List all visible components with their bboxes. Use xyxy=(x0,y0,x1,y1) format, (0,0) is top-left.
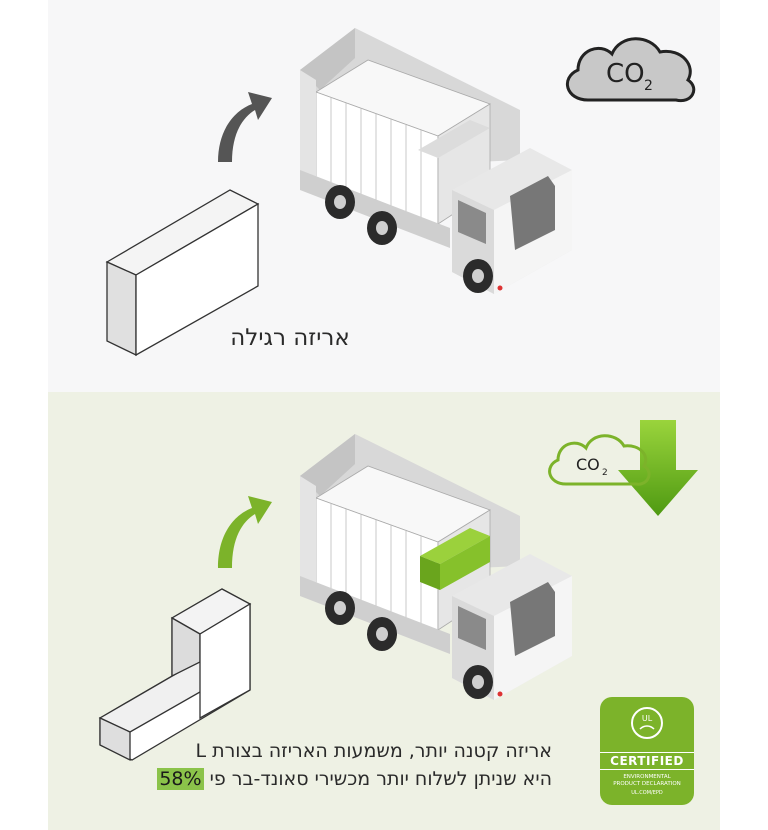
co2-down-arrow-icon: CO 2 xyxy=(548,420,698,516)
badge-line2: PRODUCT DECLARATION xyxy=(613,781,681,787)
svg-text:UL: UL xyxy=(642,714,653,723)
co2-subscript-bottom: 2 xyxy=(602,468,608,478)
percent-highlight: 58% xyxy=(157,768,204,790)
ul-certified-badge: UL CERTIFIED ENVIRONMENTAL PRODUCT DECLA… xyxy=(600,697,694,805)
co2-label-bottom: CO xyxy=(576,455,600,474)
certified-label: CERTIFIED xyxy=(600,752,694,770)
badge-line1: ENVIRONMENTAL xyxy=(623,774,671,780)
l-shape-box-illustration xyxy=(98,588,252,762)
co2-label: CO xyxy=(606,59,645,89)
regular-box-illustration xyxy=(105,189,260,357)
regular-packaging-caption: אריזה רגילה xyxy=(230,325,350,351)
badge-url: UL.COM/EPD xyxy=(631,790,663,796)
ul-logo-icon: UL xyxy=(631,707,663,739)
l-shape-caption-line2: היא שניתן לשלוח יותר מכשירי סאונד-בר פי … xyxy=(157,768,552,790)
co2-cloud-icon: CO 2 xyxy=(566,37,696,103)
l-shape-caption-line1: אריזה קטנה יותר, משמעות האריזה בצורת L xyxy=(195,740,552,762)
co2-subscript: 2 xyxy=(644,78,653,94)
curved-arrow-icon xyxy=(218,92,272,162)
truck-illustration xyxy=(300,28,572,294)
curved-arrow-green-icon xyxy=(218,496,272,568)
truck-illustration-optimized xyxy=(300,434,572,700)
